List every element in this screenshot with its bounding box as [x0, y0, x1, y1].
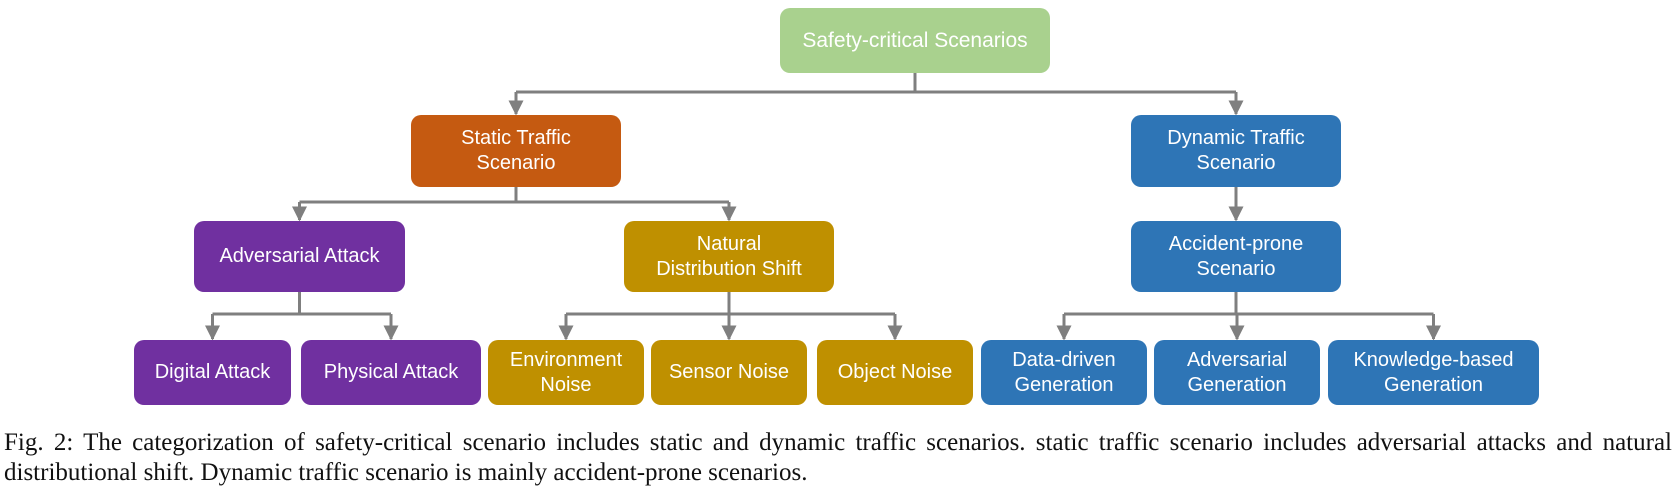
- node-static-traffic-scenario: Static Traffic Scenario: [411, 115, 621, 187]
- node-knowledge-based-generation: Knowledge-based Generation: [1328, 340, 1539, 405]
- node-environment-noise: Environment Noise: [488, 340, 644, 405]
- node-adversarial-attack: Adversarial Attack: [194, 221, 405, 292]
- node-accident-prone-scenario: Accident-prone Scenario: [1131, 221, 1341, 292]
- node-data-driven-generation: Data-driven Generation: [981, 340, 1147, 405]
- taxonomy-diagram: Safety-critical Scenarios Static Traffic…: [134, 8, 1539, 405]
- node-dynamic-traffic-scenario: Dynamic Traffic Scenario: [1131, 115, 1341, 187]
- node-digital-attack: Digital Attack: [134, 340, 291, 405]
- node-safety-critical-scenarios: Safety-critical Scenarios: [780, 8, 1050, 73]
- connector-lines: [205, 73, 1441, 341]
- node-natural-distribution-shift: Natural Distribution Shift: [624, 221, 834, 292]
- node-sensor-noise: Sensor Noise: [651, 340, 807, 405]
- node-adversarial-generation: Adversarial Generation: [1154, 340, 1320, 405]
- node-physical-attack: Physical Attack: [301, 340, 481, 405]
- node-object-noise: Object Noise: [817, 340, 973, 405]
- figure-caption: Fig. 2: The categorization of safety-cri…: [4, 429, 1672, 486]
